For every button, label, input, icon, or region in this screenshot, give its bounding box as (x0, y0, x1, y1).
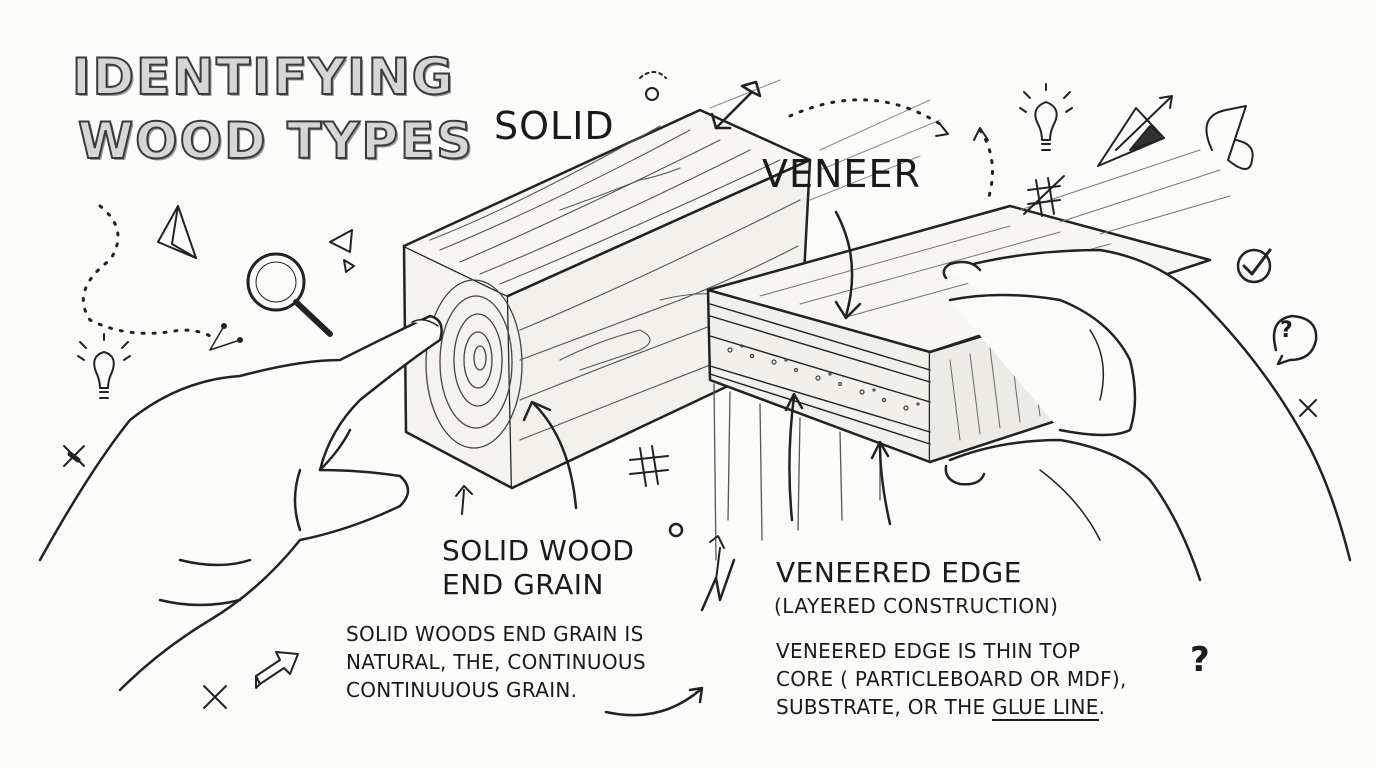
cross-icon (1299, 399, 1317, 417)
checkmark-icon (1236, 248, 1272, 284)
solid-body-line2: NATURAL, THE, CONTINUOUS (346, 650, 646, 674)
veneer-body-line3-prefix: SUBSTRATE, OR THE (776, 695, 993, 719)
doodles (63, 71, 1318, 717)
magnifier-icon (246, 252, 333, 337)
question-bubble-icon (1272, 314, 1318, 366)
crosshatch-icon (629, 445, 669, 487)
veneer-body-line2: CORE ( PARTICLEBOARD OR MDF), (776, 667, 1127, 691)
solid-body-line1: SOLID WOODS END GRAIN IS (346, 622, 644, 646)
solid-wood-block (402, 79, 941, 515)
solid-heading-line1: SOLID WOOD (442, 534, 635, 567)
crosshatch-icon (1023, 175, 1065, 217)
solid-heading-line2: END GRAIN (442, 568, 604, 601)
question-bubble-mark: ? (1280, 318, 1293, 343)
veneer-heading: VENEERED EDGE (776, 556, 1022, 589)
veneer-label: VENEER (762, 152, 921, 196)
glue-line-text: GLUE LINE (992, 695, 1099, 721)
lightbulb-icon (77, 333, 131, 399)
solid-body-line3: CONTINUUOUS GRAIN. (346, 678, 578, 702)
veneer-body-line1: VENEERED EDGE IS THIN TOP (776, 639, 1081, 663)
page-title-line1: IDENTIFYING (71, 47, 455, 107)
solid-label: SOLID (494, 104, 615, 148)
right-hand (942, 248, 1352, 582)
lightbulb-icon (1019, 83, 1073, 151)
question-mark-doodle: ? (1190, 640, 1210, 680)
veneer-body-line3: SUBSTRATE, OR THE GLUE LINE. (776, 693, 1105, 721)
cross-icon (203, 685, 227, 709)
page-title-line2: WOOD TYPES (77, 111, 475, 171)
veneer-subheading: (LAYERED CONSTRUCTION) (774, 594, 1059, 618)
arrow-icon (255, 651, 299, 689)
veneer-body-line3-suffix: . (1098, 695, 1106, 719)
left-hand (38, 314, 443, 692)
